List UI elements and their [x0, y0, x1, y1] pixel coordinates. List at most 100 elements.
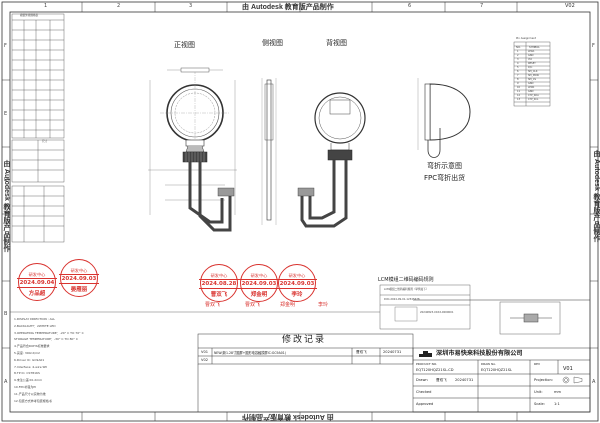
unit-value: mm: [554, 390, 562, 394]
pin-symbol: RESET: [528, 62, 536, 65]
part-no-label: PRODUCT NO.: [416, 362, 438, 366]
approved-label: Approved: [416, 402, 434, 406]
grid-row-label: A: [4, 379, 8, 385]
grid-row-label: C: [4, 244, 8, 250]
stamp-dept: 研发中心: [70, 268, 88, 273]
pin-number: 6: [517, 70, 519, 73]
note-line: 9.未注公差±0.2mm: [14, 378, 42, 383]
pin-symbol: CTP_SDA: [528, 94, 539, 97]
pin-number: 9: [517, 82, 519, 85]
rev-label: REV: [534, 362, 541, 366]
label-rule-row: DXC-2024-09-01-12345678: [384, 298, 420, 301]
signature: 李玲: [318, 302, 329, 308]
stamp-name: 曹双飞: [210, 292, 228, 298]
note-line: 4.产品符合ROHS标准要求: [14, 344, 50, 349]
pin-symbol: GND: [528, 54, 534, 57]
pin-number: 4: [517, 62, 519, 65]
note-line: 7.Interface: 4-wire SPI: [14, 364, 48, 369]
watermark-right: 由 Autodesk 教育版产品制作: [593, 150, 600, 242]
scale-label: Scale:: [534, 402, 545, 406]
drawn-by: 曹双飞: [436, 378, 447, 382]
grid-row-label: B: [4, 311, 8, 317]
revision-ver: V01: [201, 350, 209, 354]
back-view: [297, 92, 366, 228]
grid-col-label: 7: [480, 3, 484, 9]
unit-label: Unit:: [534, 390, 543, 394]
note-line: 3.OPERATING TEMPERATURE：-20° C TO 70° C: [14, 330, 84, 335]
grid-row-label: D: [4, 177, 8, 183]
revision-ver: V02: [201, 358, 209, 362]
pin-table-header-no: NO.: [516, 46, 521, 49]
pin-symbol: LEDA: [528, 50, 535, 53]
pin-number: 3: [517, 58, 519, 61]
grid-col-label: 6: [408, 3, 412, 9]
stamp-name: 方品超: [28, 291, 46, 297]
grid-row-label: F: [4, 43, 7, 49]
note-line: 2.BACKLIGHT：2WHITE LED: [14, 323, 56, 328]
label-rule-row: LCM模组二维码编码规则（举例如下）: [384, 288, 429, 291]
left-panel-title: 模组外观规格表: [20, 14, 39, 17]
front-view-label: 正视图: [174, 41, 195, 49]
label-rule-row: 20240823-XXXX-0000001: [420, 311, 454, 314]
revision-by: 曹双飞: [356, 350, 367, 354]
stamp-date: 2024.09.03: [239, 279, 279, 289]
pin-symbol: GND: [528, 90, 534, 93]
pin-symbol: CTP_SCL: [528, 98, 539, 101]
note-line: 12.包装方式参考包装规格书: [14, 398, 52, 403]
pin-number: 10: [517, 86, 521, 89]
left-panel-title2: 尺寸: [42, 140, 48, 143]
pin-table-header-symbol: SYMBOL: [529, 46, 540, 49]
back-view-label: 背视图: [326, 39, 347, 47]
note-line: 11.产品尺寸以实物为准: [14, 391, 46, 396]
watermark-left: 由 Autodesk 教育版产品制作: [3, 160, 10, 252]
pin-symbol: SPI_CS: [528, 78, 537, 81]
bend-view-note: FPC弯折出货: [424, 174, 466, 182]
drawn-date: 20240731: [455, 378, 474, 382]
grid-row-label: A: [592, 379, 596, 385]
watermark-bottom: 由 Autodesk 教育版产品制作: [242, 413, 334, 420]
grid-col-label: 1: [44, 3, 48, 9]
pin-number: 5: [517, 66, 519, 69]
pin-symbol: SPI_CLK: [528, 70, 538, 73]
label-rule-title: LCM模组二维码编码规则: [378, 277, 434, 283]
label-rule-box: [379, 284, 471, 330]
pin-number: 7: [517, 74, 519, 77]
company-logo: [419, 351, 432, 357]
pin-symbol: GND: [528, 82, 534, 85]
stamp-dept: 研发中心: [250, 273, 268, 278]
bend-view-label: 弯折示意图: [427, 162, 462, 170]
drawing-no: EQT120HQZ21SL: [481, 368, 513, 372]
pin-table-grid: [513, 41, 551, 107]
signature: 曹双飞: [205, 302, 221, 308]
stamp-name: 晏雁丽: [70, 287, 88, 293]
version-corner: V02: [565, 3, 575, 9]
stamp-name: 李玲: [291, 292, 303, 298]
projection-label: Projection:: [534, 378, 553, 382]
revision-title: 修改记录: [282, 335, 327, 345]
note-line: 10.FPC补强为PI: [14, 385, 37, 389]
drawing-no-label: DRAW No.: [481, 362, 497, 366]
note-line: 5.亮度: 300cd/m2: [14, 351, 40, 355]
pin-number: 13: [517, 98, 521, 101]
signature: 郑金明: [280, 302, 296, 308]
pin-number: 11: [517, 90, 521, 93]
stamp-name: 郑金明: [250, 292, 268, 298]
rev-value: V01: [563, 366, 573, 372]
left-spec-panel: [11, 13, 65, 243]
company-name: 深圳市易快来科技股份有限公司: [436, 350, 523, 357]
checked-label: Checked: [416, 390, 432, 394]
pin-symbol: D/C: [528, 66, 533, 69]
pin-symbol: SPI_MOSI: [528, 74, 540, 77]
stamp-date: 2024.09.04: [17, 278, 57, 288]
stamp-dept: 研发中心: [210, 273, 228, 278]
detail-sketch: [510, 313, 552, 323]
pin-table-title: Pin Assignment: [516, 37, 536, 40]
side-view: [261, 78, 277, 225]
